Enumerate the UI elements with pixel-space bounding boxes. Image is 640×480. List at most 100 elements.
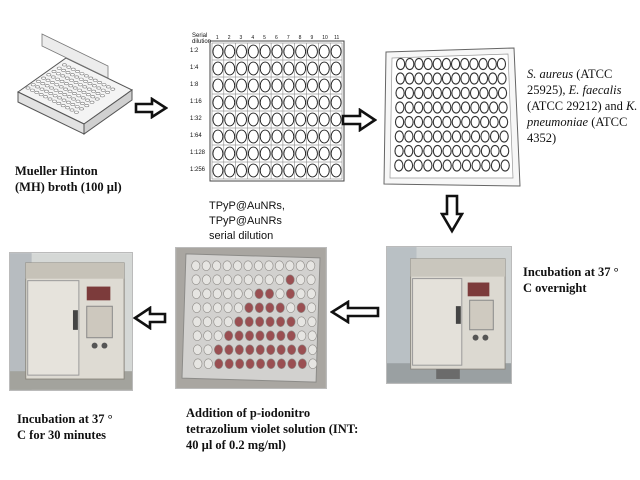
int-well xyxy=(213,316,223,327)
plate-well xyxy=(460,72,470,85)
plate-well xyxy=(460,57,470,71)
plate-well xyxy=(471,159,481,172)
plate-well xyxy=(496,57,507,71)
plate-well xyxy=(452,144,462,158)
dilution-well xyxy=(236,129,247,144)
int-well xyxy=(245,358,255,369)
plate-well xyxy=(488,72,498,85)
dilution-label-line1: TPyP@AuNRs, TPyP@AuNRs xyxy=(209,200,285,227)
plate-well xyxy=(394,144,404,158)
dilution-well xyxy=(295,163,307,178)
plate-well xyxy=(442,130,452,143)
grid-header-line2: dilution xyxy=(192,39,212,45)
int-well xyxy=(202,274,211,285)
plate-well xyxy=(441,57,452,71)
int-well xyxy=(308,358,318,369)
plate-well xyxy=(497,72,507,85)
plate-well xyxy=(423,57,433,71)
dilution-well xyxy=(307,44,318,59)
plate-well xyxy=(395,57,406,71)
plate-well xyxy=(394,130,404,143)
int-well xyxy=(297,316,306,327)
plate-well xyxy=(451,101,461,114)
plate-well xyxy=(395,86,405,100)
plate-well xyxy=(469,72,479,85)
plate-well xyxy=(394,115,405,129)
dilution-well xyxy=(236,146,247,161)
arrow-right-icon xyxy=(341,108,377,132)
int-well xyxy=(244,302,254,313)
dilution-well xyxy=(236,78,247,93)
dilution-col-label: 3 xyxy=(239,35,243,41)
plate-well xyxy=(395,101,405,114)
dilution-well xyxy=(318,112,330,127)
int-well xyxy=(296,302,306,313)
int-well xyxy=(296,288,306,299)
int-well xyxy=(307,330,317,341)
int-well xyxy=(214,358,224,369)
dilution-well xyxy=(224,95,236,110)
bacteria-text-3: (ATCC 29212) and xyxy=(527,99,626,113)
incubation-overnight-line1: Incubation at 37 ° xyxy=(523,265,619,279)
int-line2: tetrazolium violet solution (INT: xyxy=(186,422,359,436)
int-line3: 40 µl of 0.2 mg/ml) xyxy=(186,438,286,452)
plate-well xyxy=(423,72,433,85)
plate-well xyxy=(470,130,481,143)
int-well xyxy=(243,260,253,271)
dilution-col-label: 8 xyxy=(298,35,302,41)
dilution-well xyxy=(295,78,307,93)
arrow-down-icon xyxy=(440,194,464,234)
plate-well xyxy=(470,115,480,129)
int-well xyxy=(223,302,233,313)
dilution-col-label: 6 xyxy=(275,35,278,41)
plate-well xyxy=(442,101,452,114)
plate-well xyxy=(452,159,462,172)
dilution-well xyxy=(330,112,342,127)
int-well xyxy=(191,288,201,299)
int-well xyxy=(233,274,243,285)
plate-well xyxy=(490,159,501,172)
dilution-well xyxy=(330,163,342,178)
dilution-well xyxy=(307,78,318,93)
int-well xyxy=(295,260,305,271)
arrow-left-icon xyxy=(133,306,167,330)
plate-well xyxy=(413,130,424,143)
int-well xyxy=(255,316,265,327)
dilution-well xyxy=(271,78,283,93)
dilution-well xyxy=(318,78,330,93)
int-well xyxy=(296,274,306,285)
plate-well xyxy=(479,101,489,114)
dilution-well xyxy=(247,129,259,144)
dilution-well xyxy=(307,61,318,76)
int-well xyxy=(203,330,213,341)
species-k: K. xyxy=(625,99,638,113)
plate-well xyxy=(423,115,433,129)
int-well xyxy=(265,316,275,327)
dilution-well xyxy=(259,44,271,59)
dilution-well xyxy=(259,78,271,93)
int-well xyxy=(223,288,233,299)
plate-well xyxy=(441,86,452,100)
dilution-well xyxy=(212,112,224,127)
incubation-overnight-line2: C overnight xyxy=(523,281,587,295)
int-well xyxy=(254,288,264,299)
int-plate-photo xyxy=(175,247,327,389)
dilution-col-label: 11 xyxy=(334,35,340,41)
int-well xyxy=(274,260,284,271)
plate-well xyxy=(394,159,404,172)
dilution-well xyxy=(318,163,330,178)
int-well xyxy=(307,316,317,327)
dilution-col-label: 10 xyxy=(322,35,328,41)
int-well xyxy=(214,344,223,355)
dilution-well xyxy=(295,146,307,161)
dilution-well xyxy=(247,61,259,76)
plate-well xyxy=(471,144,481,158)
dilution-well xyxy=(318,61,330,76)
int-well xyxy=(306,260,316,271)
dilution-well xyxy=(236,61,247,76)
species-pneumoniae: pneumoniae xyxy=(527,115,589,129)
dilution-well xyxy=(259,146,271,161)
plate-well xyxy=(404,72,415,85)
plate-well xyxy=(404,115,414,129)
dilution-well xyxy=(283,129,295,144)
